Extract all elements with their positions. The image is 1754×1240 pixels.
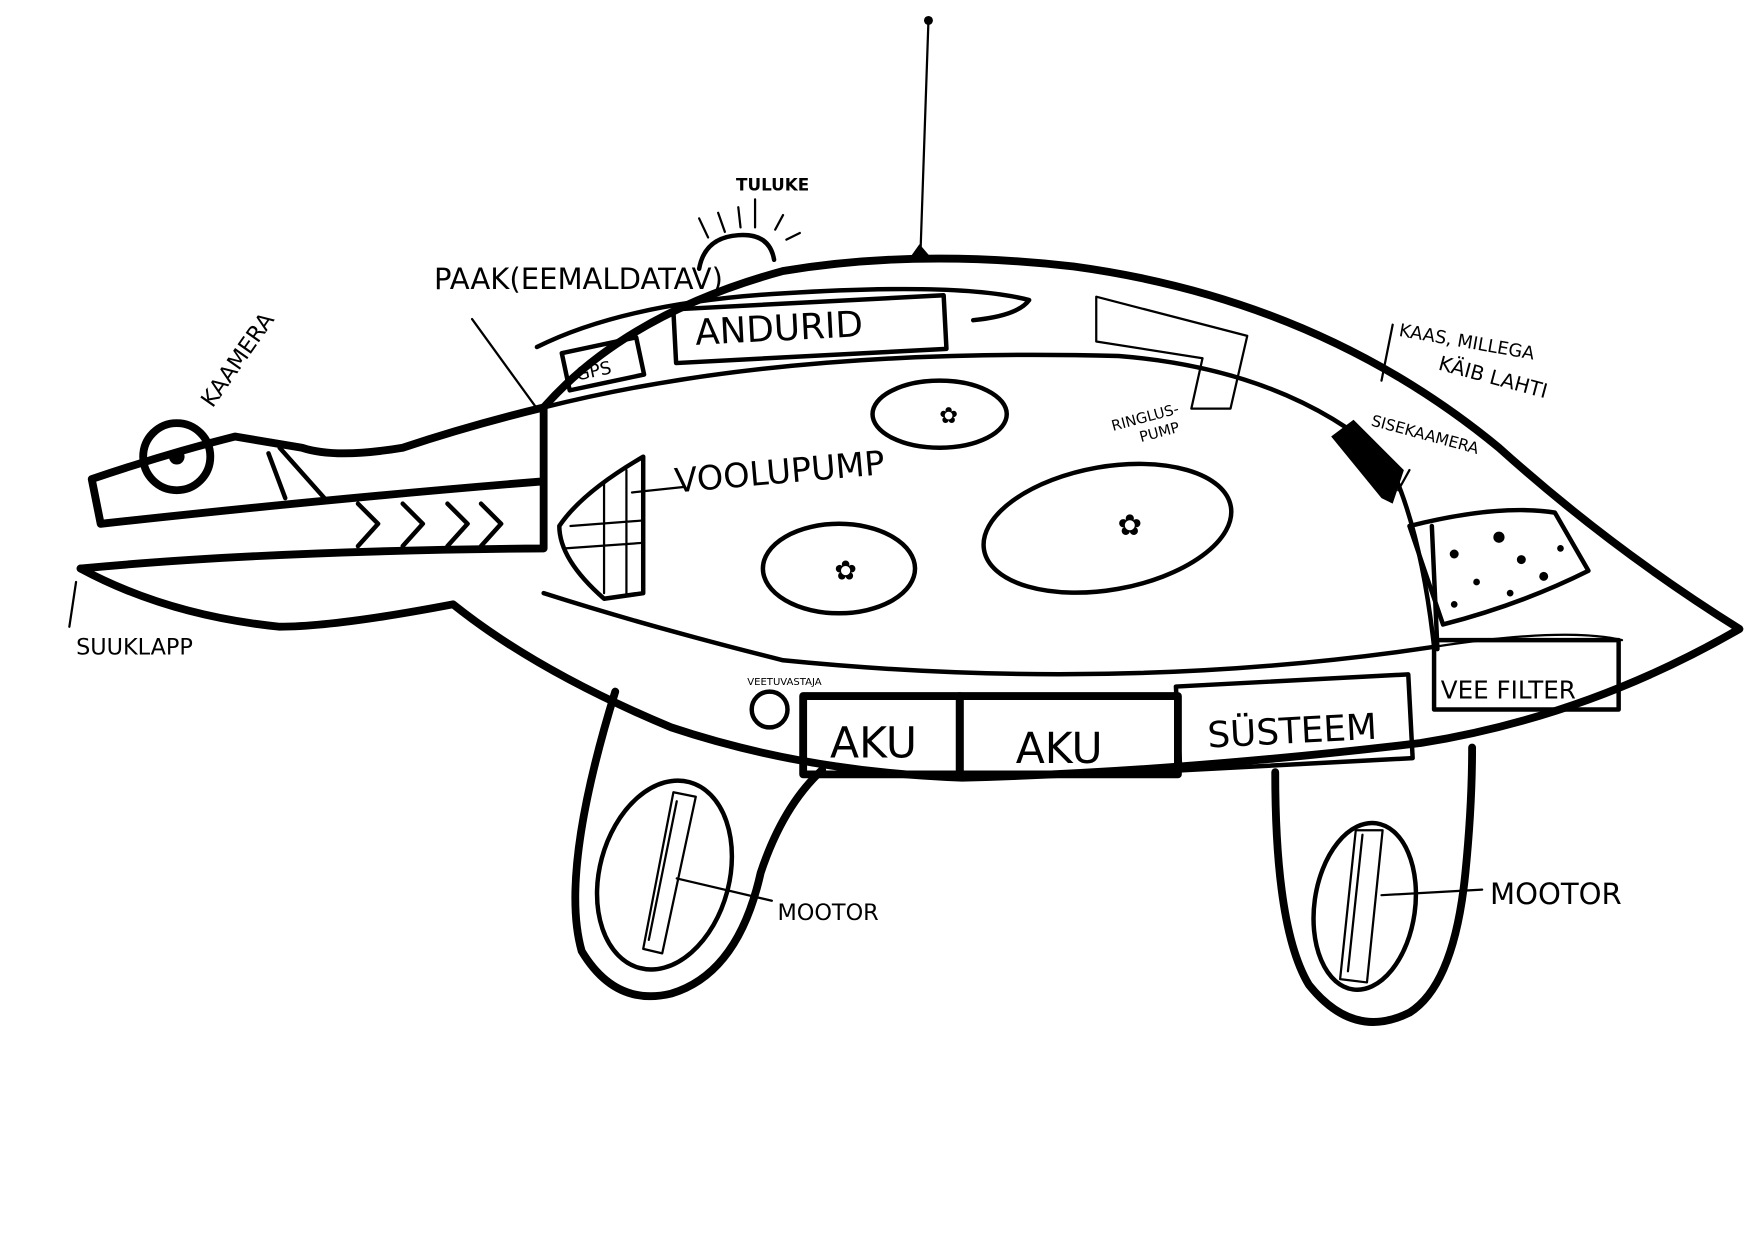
filter-media	[1449, 531, 1564, 608]
label-aku-2: AKU	[1016, 725, 1103, 774]
jellyfish: ✿ ✿ ✿	[760, 378, 1234, 616]
vee-filter-box	[1431, 637, 1621, 712]
label-aku-1: AKU	[830, 720, 917, 769]
label-mootor-right: MOOTOR	[1490, 877, 1622, 911]
left-flipper	[571, 687, 827, 1001]
label-tuluke: TULUKE	[736, 174, 809, 194]
leader-lines	[68, 317, 1484, 902]
label-paak: PAAK(EEMALDATAV)	[434, 262, 723, 296]
right-flipper	[1271, 743, 1477, 1026]
veetuvastaja-icon	[749, 689, 790, 730]
label-veetuvastaja: VEETUVASTAJA	[747, 677, 822, 688]
systeem-box	[1173, 672, 1415, 773]
antenna	[908, 15, 933, 260]
gps-box	[559, 335, 647, 393]
inner-camera-icon	[1331, 419, 1404, 504]
voolupump-part	[557, 454, 646, 601]
svg-text:✿: ✿	[1118, 508, 1142, 542]
shell	[76, 254, 1744, 782]
label-kaamera: KAAMERA	[196, 307, 280, 412]
label-suuklapp: SUUKLAPP	[76, 635, 193, 661]
svg-text:✿: ✿	[834, 556, 856, 587]
mouth-chevrons	[355, 501, 504, 549]
label-systeem: SÜSTEEM	[1206, 706, 1378, 757]
andurid-box	[671, 293, 949, 366]
light-icon	[696, 198, 801, 271]
svg-text:✿: ✿	[939, 403, 958, 429]
camera-icon	[139, 419, 327, 501]
label-mootor-left: MOOTOR	[777, 900, 878, 926]
label-vee-filter: VEE FILTER	[1441, 675, 1576, 704]
label-andurid: ANDURID	[694, 304, 864, 354]
label-voolupump: VOOLUPUMP	[673, 443, 886, 500]
ringluspump-part	[1095, 295, 1249, 410]
